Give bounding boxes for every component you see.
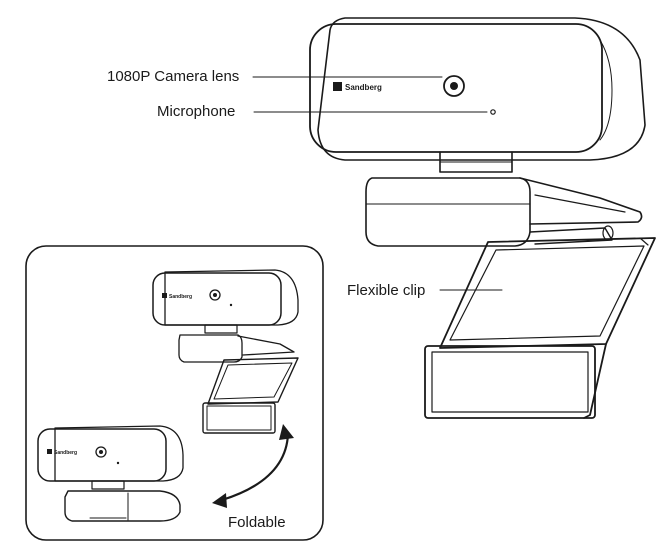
svg-text:Sandberg: Sandberg bbox=[54, 450, 77, 456]
clip-upper-panel bbox=[439, 237, 656, 349]
sandberg-logo: Sandberg bbox=[333, 82, 382, 92]
hinge-block bbox=[365, 177, 643, 247]
callout-camera-lens: 1080P Camera lens bbox=[107, 68, 443, 85]
camera-lens-label: 1080P Camera lens bbox=[107, 68, 239, 85]
camera-lens bbox=[443, 75, 465, 97]
foldable-inset: Sandberg Sandberg bbox=[25, 245, 324, 541]
inset-webcam-open: Sandberg bbox=[152, 269, 299, 434]
inset-frame bbox=[25, 245, 324, 541]
svg-text:Sandberg: Sandberg bbox=[169, 294, 192, 300]
callout-flexible-clip: Flexible clip bbox=[347, 282, 503, 299]
foldable-label: Foldable bbox=[228, 514, 286, 531]
camera-body bbox=[309, 23, 603, 153]
callout-microphone: Microphone bbox=[157, 103, 488, 120]
inset-webcam-folded: Sandberg bbox=[37, 425, 184, 522]
flexible-clip-label: Flexible clip bbox=[347, 282, 425, 299]
microphone-label: Microphone bbox=[157, 103, 235, 120]
fold-arrow-icon bbox=[212, 424, 294, 508]
clip-lower-panel bbox=[424, 343, 607, 419]
main-webcam: Sandberg bbox=[309, 17, 656, 419]
svg-text:Sandberg: Sandberg bbox=[345, 83, 382, 92]
microphone-hole bbox=[490, 109, 496, 115]
